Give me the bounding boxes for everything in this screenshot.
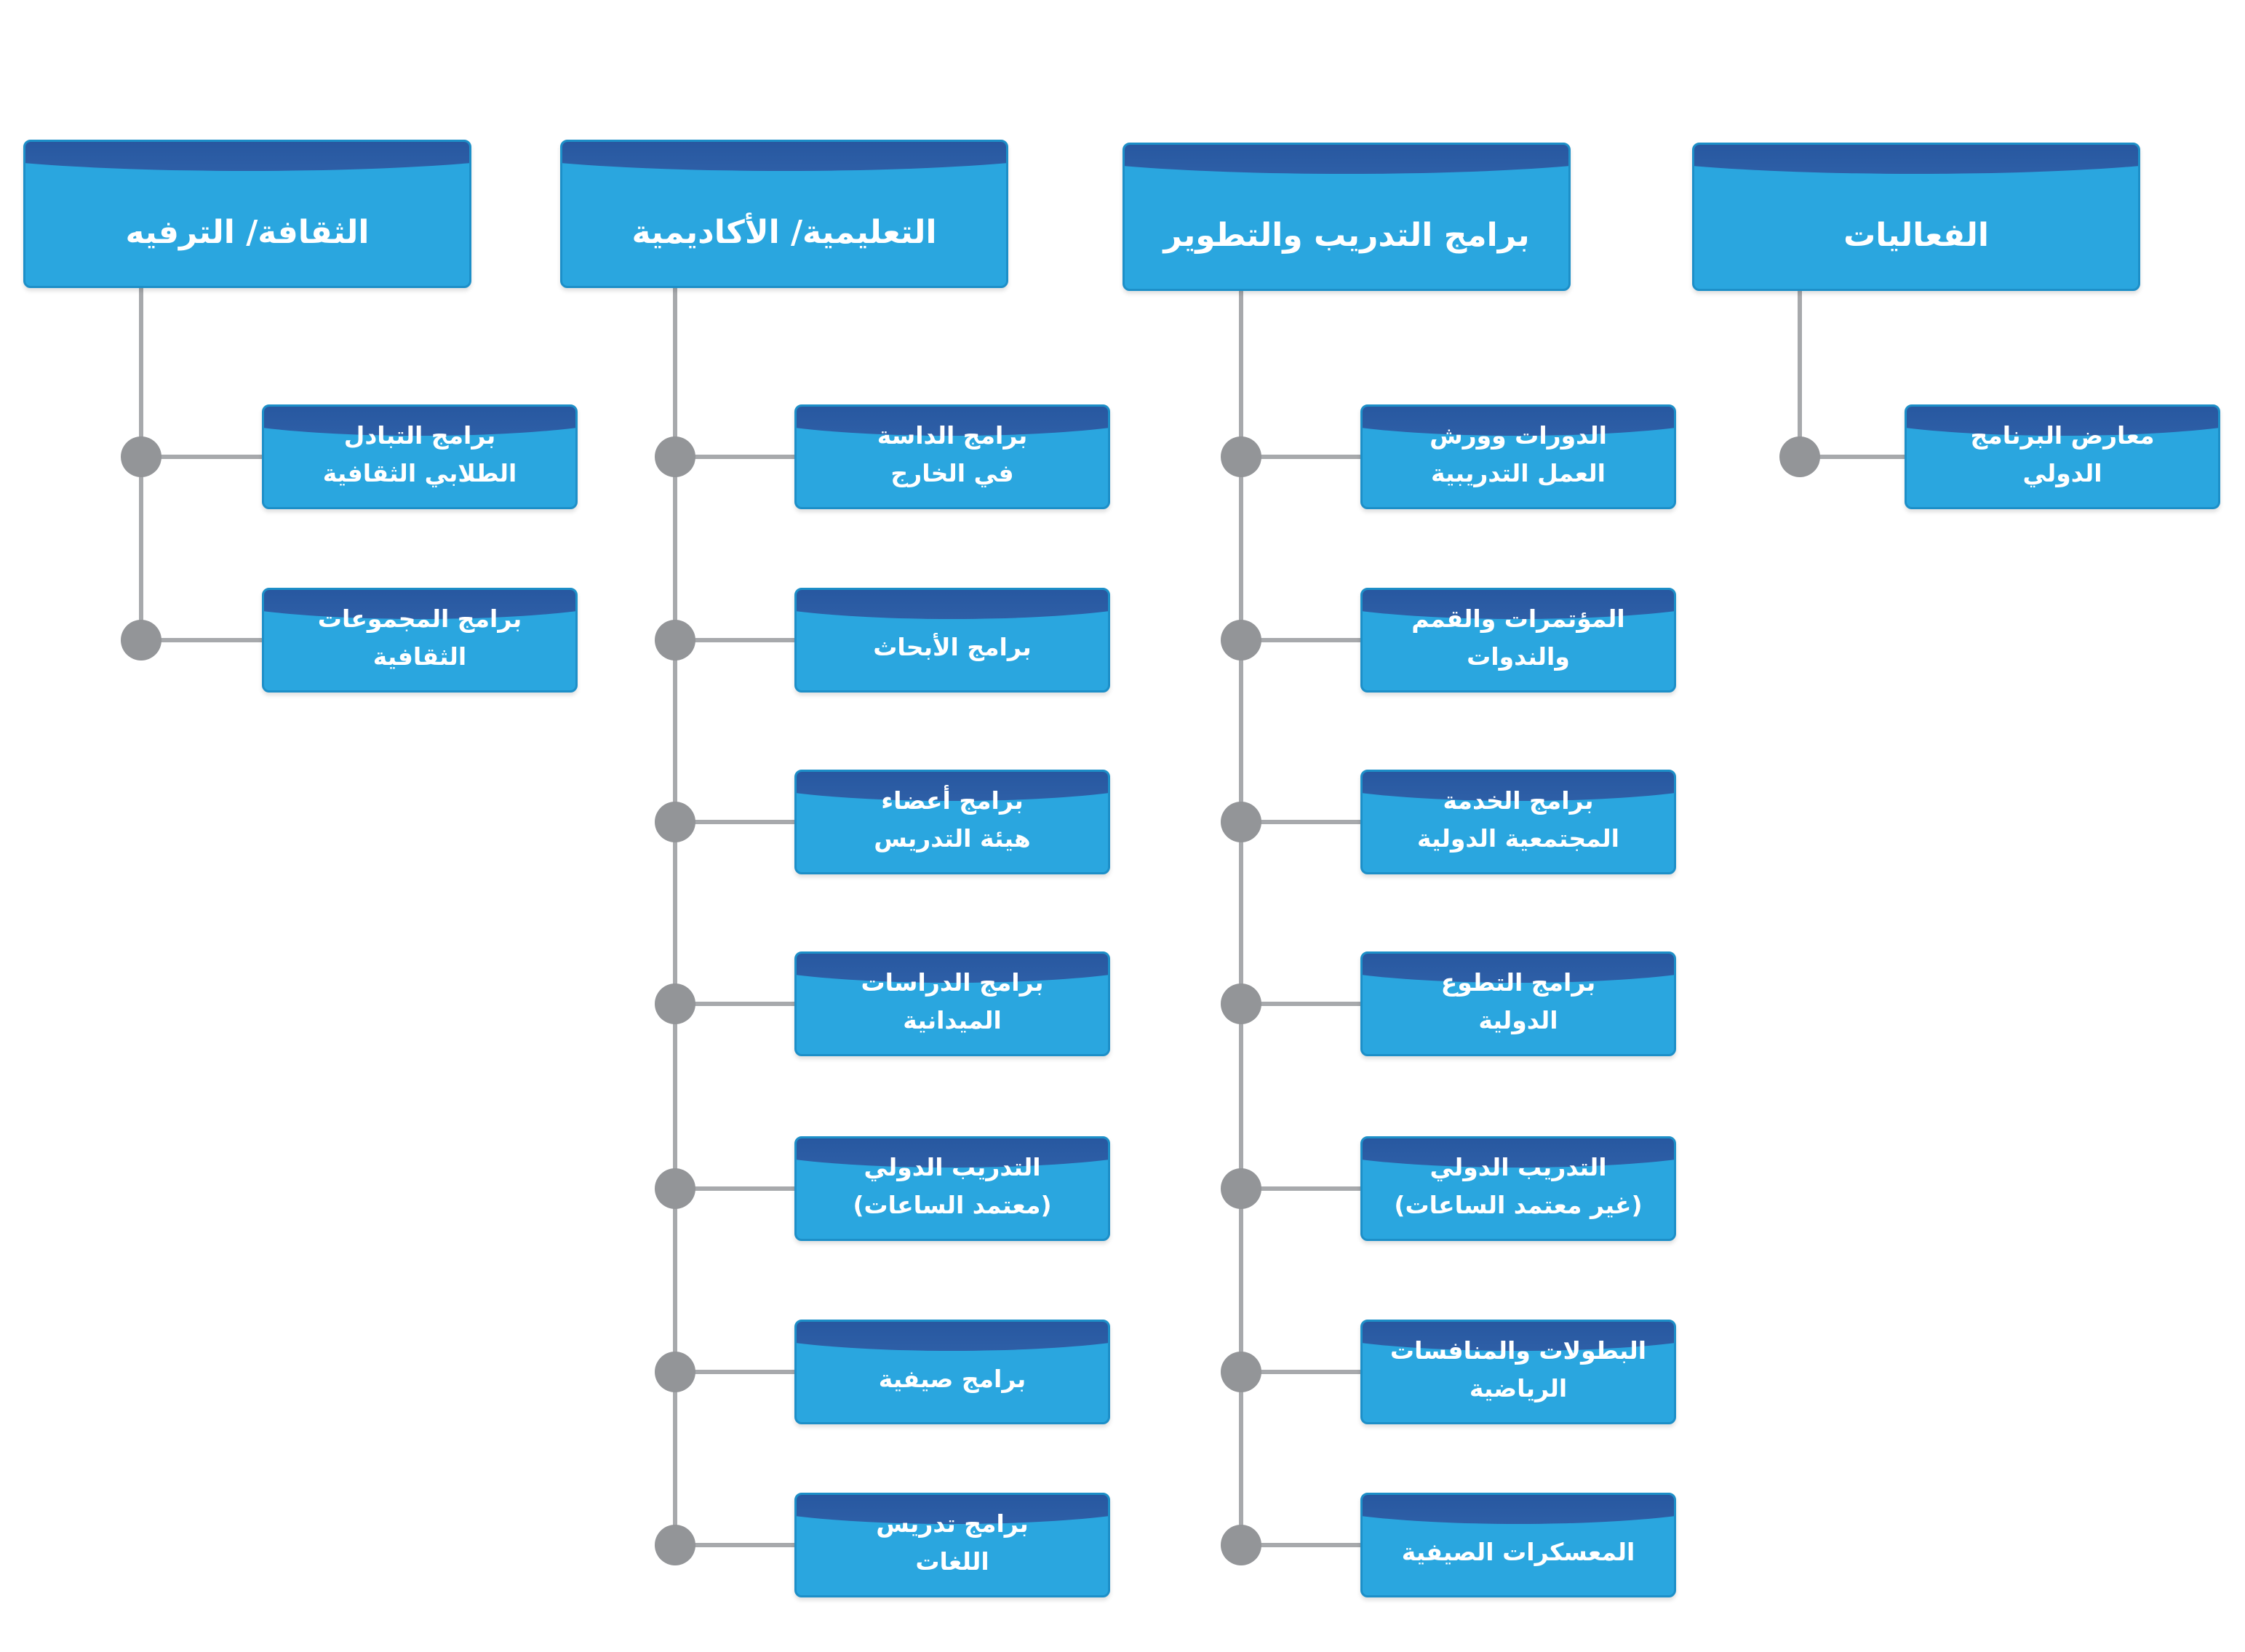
program-label: الثقافية <box>372 642 467 671</box>
connector-node <box>121 620 162 661</box>
program-label: التدريب الدولي <box>864 1153 1041 1181</box>
program-label: برامج الدراسات <box>861 968 1044 997</box>
program-box: برامج تدريس اللغات <box>794 1493 1110 1597</box>
program-box: برامج الأبحاث <box>794 588 1110 693</box>
program-label: اللغات <box>915 1547 989 1576</box>
program-box: برامج الداسة في الخارج <box>794 404 1110 509</box>
category-title: التعليمية/ الأكاديمية <box>631 213 937 251</box>
connector-horizontal <box>1241 1543 1360 1547</box>
connector-horizontal <box>675 1370 794 1374</box>
program-label: الدولي <box>2022 459 2102 487</box>
connector-vertical <box>1798 291 1802 457</box>
program-label: الدورات وورش <box>1429 421 1607 450</box>
program-box: برامج الخدمة المجتمعية الدولية <box>1360 770 1676 874</box>
connector-horizontal <box>675 455 794 459</box>
program-box: البطولات والمنافسات الرياضية <box>1360 1320 1676 1424</box>
connector-node <box>655 1352 695 1392</box>
program-box: التدريب الدولي (معتمد الساعات) <box>794 1136 1110 1241</box>
connector-horizontal <box>675 1002 794 1006</box>
program-label: الرياضية <box>1469 1374 1568 1402</box>
connector-node <box>655 983 695 1024</box>
connector-horizontal <box>675 1186 794 1191</box>
connector-horizontal <box>675 638 794 642</box>
connector-vertical <box>673 288 677 1545</box>
category-title: الثقافة/ الترفيه <box>125 213 370 251</box>
connector-node <box>1221 620 1261 661</box>
program-label: الميدانية <box>903 1006 1002 1034</box>
connector-horizontal <box>141 455 262 459</box>
connector-node <box>1221 436 1261 477</box>
program-box: برامج الدراسات الميدانية <box>794 951 1110 1056</box>
connector-node <box>655 1525 695 1565</box>
connector-node <box>1221 983 1261 1024</box>
category-header: التعليمية/ الأكاديمية <box>560 140 1008 288</box>
connector-vertical <box>1239 291 1243 1545</box>
category-title: برامج التدريب والتطوير <box>1163 216 1530 254</box>
connector-node <box>1221 1525 1261 1565</box>
program-label: المجتمعية الدولية <box>1417 824 1619 853</box>
program-label: الدولية <box>1478 1006 1558 1034</box>
program-label: والندوات <box>1467 642 1570 671</box>
connector-node <box>121 436 162 477</box>
connector-horizontal <box>1800 455 1905 459</box>
program-label: (غير معتمد الساعات) <box>1394 1191 1643 1219</box>
program-label: برامج صيفية <box>878 1365 1026 1393</box>
category-header: برامج التدريب والتطوير <box>1122 143 1571 291</box>
connector-horizontal <box>1241 1002 1360 1006</box>
connector-node <box>1221 1352 1261 1392</box>
program-box: المعسكرات الصيفية <box>1360 1493 1676 1597</box>
program-label: في الخارج <box>890 459 1014 487</box>
program-label: برامج الأبحاث <box>873 633 1032 661</box>
program-label: التدريب الدولي <box>1429 1153 1607 1181</box>
category-title: الفعاليات <box>1843 216 1989 254</box>
program-label: الطلابي الثقافية <box>322 459 517 487</box>
program-box: المؤتمرات والقمم والندوات <box>1360 588 1676 693</box>
program-box: برامج صيفية <box>794 1320 1110 1424</box>
connector-horizontal <box>1241 1186 1360 1191</box>
program-box: التدريب الدولي (غير معتمد الساعات) <box>1360 1136 1676 1241</box>
program-label: برامج تدريس <box>876 1509 1029 1538</box>
program-label: (معتمد الساعات) <box>853 1191 1052 1219</box>
program-box: برامج التطوع الدولية <box>1360 951 1676 1056</box>
program-label: المعسكرات الصيفية <box>1401 1538 1635 1566</box>
program-box: الدورات وورش العمل التدريبية <box>1360 404 1676 509</box>
connector-node <box>655 620 695 661</box>
program-label: برامج التبادل <box>343 421 496 450</box>
program-box: برامج التبادل الطلابي الثقافية <box>262 404 578 509</box>
program-box: برامج المجموعات الثقافية <box>262 588 578 693</box>
connector-node <box>1221 802 1261 842</box>
connector-node <box>655 1168 695 1209</box>
connector-horizontal <box>675 820 794 824</box>
program-label: برامج الخدمة <box>1443 786 1594 815</box>
connector-horizontal <box>1241 820 1360 824</box>
connector-horizontal <box>1241 455 1360 459</box>
connector-horizontal <box>1241 1370 1360 1374</box>
program-label: البطولات والمنافسات <box>1389 1336 1647 1365</box>
program-label: برامج الداسة <box>877 421 1028 450</box>
connector-node <box>1779 436 1820 477</box>
connector-node <box>1221 1168 1261 1209</box>
program-label: معارض البرنامج <box>1970 421 2155 450</box>
connector-horizontal <box>1241 638 1360 642</box>
program-label: هيئة التدريس <box>874 824 1031 853</box>
connector-horizontal <box>675 1543 794 1547</box>
connector-node <box>655 436 695 477</box>
connector-horizontal <box>141 638 262 642</box>
category-header: الثقافة/ الترفيه <box>23 140 471 288</box>
program-label: المؤتمرات والقمم <box>1411 604 1625 633</box>
program-box: برامج أعضاء هيئة التدريس <box>794 770 1110 874</box>
program-box: معارض البرنامج الدولي <box>1905 404 2220 509</box>
connector-node <box>655 802 695 842</box>
program-label: برامج المجموعات <box>317 604 522 633</box>
program-label: برامج التطوع <box>1440 968 1596 997</box>
category-header: الفعاليات <box>1692 143 2140 291</box>
program-label: برامج أعضاء <box>881 786 1024 815</box>
program-label: العمل التدريبية <box>1431 459 1606 487</box>
